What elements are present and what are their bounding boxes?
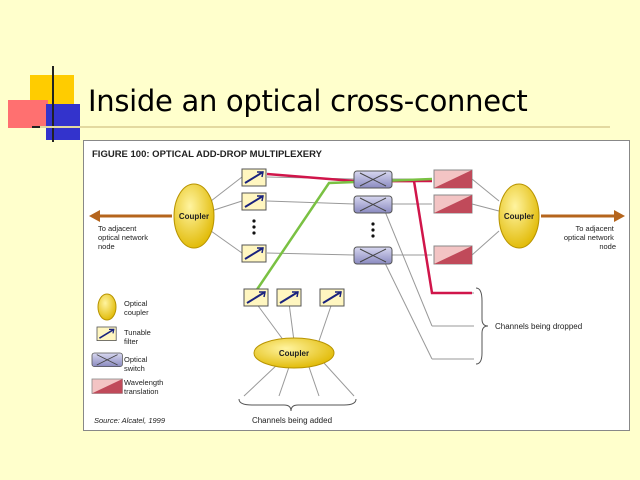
optical-switch-icon	[353, 246, 393, 265]
dropped-brace	[475, 287, 489, 365]
channels-added-label: Channels being added	[252, 416, 332, 425]
right-port-label: To adjacent optical network node	[564, 224, 616, 251]
left-coupler-label: Coupler	[179, 212, 209, 221]
optical-switch-icon	[91, 352, 123, 368]
wavelength-translation-icon	[433, 245, 473, 265]
tunable-filter-icon	[96, 326, 117, 342]
slide-title: Inside an optical cross-connect	[88, 84, 528, 118]
tunable-filter-icon	[241, 192, 267, 211]
green-path	[254, 177, 433, 292]
wavelength-translation-icon	[433, 194, 473, 214]
figure-title: FIGURE 100: OPTICAL ADD-DROP MULTIPLEXER…	[92, 149, 323, 160]
legend-coupler-label: Optical coupler	[124, 299, 149, 317]
deco-blue-square	[46, 104, 80, 140]
left-port-label: To adjacent optical network node	[98, 224, 150, 251]
optical-switch-icon	[353, 170, 393, 189]
red-path	[266, 172, 472, 295]
wavelength-translation-icon	[91, 378, 123, 394]
right-coupler-label: Coupler	[504, 212, 534, 221]
ellipsis-dots-icon	[371, 222, 375, 238]
title-underline	[40, 126, 610, 128]
tunable-filter-icon	[241, 168, 267, 187]
tunable-filter-icon	[241, 244, 267, 263]
left-arrow-head	[89, 210, 100, 222]
bottom-coupler-icon	[253, 337, 335, 369]
right-coupler-icon	[498, 183, 540, 249]
tunable-filter-icon	[276, 288, 302, 307]
channels-dropped-label: Channels being dropped	[495, 322, 582, 331]
oadm-diagram: FIGURE 100: OPTICAL ADD-DROP MULTIPLEXER…	[89, 149, 625, 425]
left-coupler-icon	[173, 183, 215, 249]
legend: Optical coupler Tunable filter Optical s…	[91, 293, 165, 396]
figure-panel: FIGURE 100: OPTICAL ADD-DROP MULTIPLEXER…	[83, 140, 630, 431]
tunable-filter-icon	[319, 288, 345, 307]
optical-switch-icon	[353, 195, 393, 214]
deco-red-square	[8, 100, 48, 128]
wavelength-translation-icon	[433, 169, 473, 189]
legend-filter-label: Tunable filter	[124, 328, 153, 346]
legend-switch-label: Optical switch	[124, 355, 149, 373]
legend-wavelength-label: Wavelength translation	[124, 378, 165, 396]
right-arrow-head	[614, 210, 625, 222]
ellipsis-dots-icon	[252, 219, 256, 235]
source-caption: Source: Alcatel, 1999	[94, 416, 166, 425]
coupler-icon	[97, 293, 117, 321]
bottom-coupler-label: Coupler	[279, 349, 309, 358]
deco-vertical-line	[52, 66, 54, 142]
tunable-filter-icon	[243, 288, 269, 307]
added-brace	[238, 398, 357, 412]
